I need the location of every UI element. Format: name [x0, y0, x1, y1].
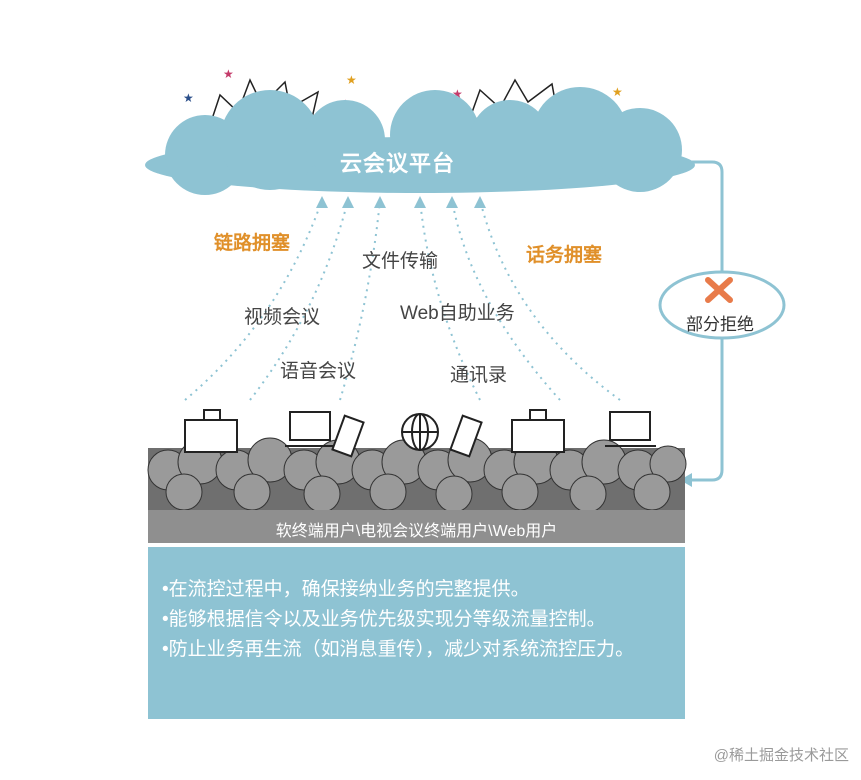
- service-label-video: 视频会议: [244, 307, 321, 328]
- reject-bubble: [658, 270, 786, 340]
- device-phone-2-icon: [449, 414, 483, 458]
- device-monitor-camera-icon: [184, 409, 238, 453]
- svg-text:★: ★: [452, 87, 463, 101]
- service-label-voice: 语音会议: [280, 361, 357, 382]
- traffic-congestion-label: 话务拥塞: [526, 245, 603, 266]
- svg-text:★: ★: [223, 67, 234, 81]
- user-crowd: [147, 437, 687, 513]
- device-laptop-icon: [285, 411, 336, 447]
- globe-icon: [401, 413, 439, 451]
- bullet-item: •防止业务再生流（如消息重传），减少对系统流控压力。: [162, 639, 635, 660]
- service-label-web: Web自助业务: [400, 303, 515, 324]
- info-panel: •在流控过程中，确保接纳业务的完整提供。 •能够根据信令以及业务优先级实现分等级…: [148, 547, 685, 719]
- link-congestion-label: 链路拥塞: [214, 233, 291, 254]
- svg-text:★: ★: [183, 91, 194, 105]
- reject-arrowhead: [680, 473, 692, 487]
- users-band-label: 软终端用户\电视会议终端用户\Web用户: [275, 523, 558, 540]
- users-band: 软终端用户\电视会议终端用户\Web用户: [148, 510, 685, 543]
- service-label-contacts: 通讯录: [450, 365, 508, 386]
- device-monitor-camera-2-icon: [511, 409, 565, 453]
- bullet-item: •在流控过程中，确保接纳业务的完整提供。: [162, 579, 530, 600]
- arrow-heads: [316, 196, 486, 208]
- cloud-shape: [145, 87, 695, 195]
- flow-arrows: [184, 199, 621, 401]
- watermark: @稀土掘金技术社区: [713, 747, 849, 764]
- bullet-list: •在流控过程中，确保接纳业务的完整提供。 •能够根据信令以及业务优先级实现分等级…: [148, 547, 685, 665]
- device-phone-icon: [331, 414, 365, 458]
- bullet-item: •能够根据信令以及业务优先级实现分等级流量控制。: [162, 609, 606, 630]
- cloud-platform-title: 云会议平台: [340, 151, 456, 176]
- svg-text:★: ★: [346, 73, 357, 87]
- svg-text:★: ★: [612, 85, 623, 99]
- partial-reject-label: 部分拒绝: [686, 315, 754, 334]
- device-laptop-2-icon: [605, 411, 656, 447]
- service-label-file: 文件传输: [362, 251, 439, 272]
- reject-x-icon: [705, 277, 733, 303]
